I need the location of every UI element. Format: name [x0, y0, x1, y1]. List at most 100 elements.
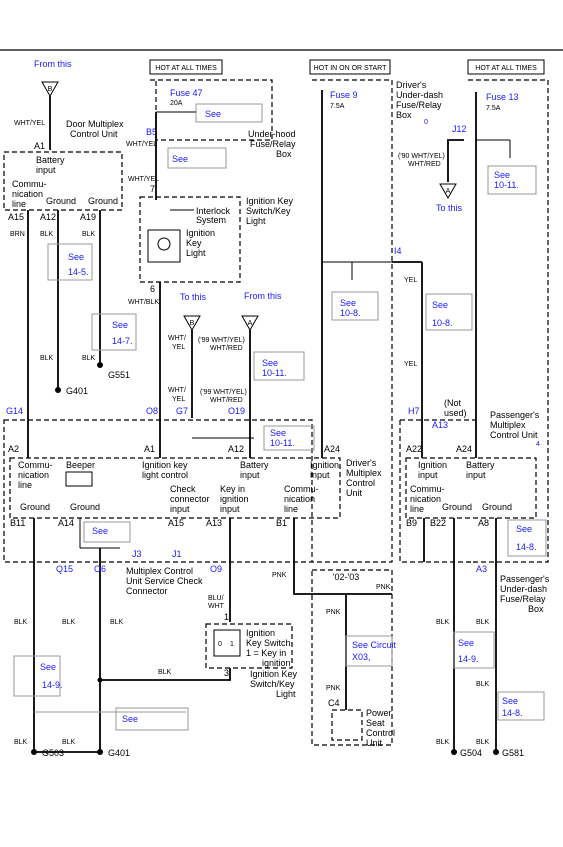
connector-b-top [41, 81, 59, 98]
pass-pin-b22: B22 [430, 518, 446, 528]
under-hood-fuse-box-outline [150, 79, 273, 141]
wire-pnk-4: PNK [326, 685, 341, 692]
wire-90-1: ('90 WHT/YEL) [398, 153, 445, 160]
see-ref-149b: 14-9. [458, 654, 479, 664]
see-box-fuse47 [195, 103, 263, 123]
ign-key-switch-top-1: Ignition Key [246, 196, 294, 206]
driver-pin-a14: A14 [58, 518, 74, 528]
drv-comm2-1: Commu- [284, 484, 319, 494]
connector-a-mid-letter: A [248, 320, 253, 327]
conn-j3: J3 [132, 549, 142, 559]
year-0203: '02-'03 [333, 572, 359, 582]
driver-pin-a12: A12 [228, 444, 244, 454]
under-hood-box-label-2: Fuse/Relay [250, 139, 296, 149]
ign-key-light-3: Light [186, 248, 206, 258]
drv-comm-3: line [18, 480, 32, 490]
passenger-underdash-box-outline [468, 79, 549, 563]
wire-wht-yel-b5: WHT/YEL [126, 141, 157, 148]
driver-pin-b1: B1 [276, 518, 287, 528]
wire-switch-ground [100, 668, 231, 681]
see-label-149b: See [458, 638, 474, 648]
see-box-x03 [345, 635, 393, 667]
conn-g14: G14 [6, 406, 23, 416]
hot-label-box-3 [467, 59, 545, 75]
drv-comm2-3: line [284, 504, 298, 514]
conn-g7: G7 [176, 406, 188, 416]
driver-underdash-4: Box [396, 110, 412, 120]
ground-g401-top [55, 387, 61, 393]
b5-label: B5 [146, 127, 157, 137]
under-hood-box-label-1: Under-hood [248, 129, 296, 139]
wire-yel-1: YEL [404, 277, 417, 284]
driver-pin-a24: A24 [324, 444, 340, 454]
see-ref-1011c: 10-11. [270, 438, 295, 448]
see-label-148b: See [502, 696, 518, 706]
see-label-b5: See [172, 154, 188, 164]
pass-mcu-2: Multiplex [490, 420, 526, 430]
conn-o6: O6 [94, 564, 106, 574]
connector-a-right [439, 183, 457, 200]
driver-underdash-3: Fuse/Relay [396, 100, 442, 110]
to-this-right: To this [436, 203, 463, 213]
wire-blk-b22: BLK [436, 619, 450, 626]
under-hood-box-label-3: Box [276, 149, 292, 159]
door-ground-1: Ground [46, 196, 76, 206]
wire-wht-yel-7: WHT/YEL [128, 176, 159, 183]
wire-99-a-2: WHT/RED [210, 345, 243, 352]
conn-q15: Q15 [56, 564, 73, 574]
pass-comm-3: line [410, 504, 424, 514]
conn-o9: O9 [210, 564, 222, 574]
to-this-1: To this [180, 292, 207, 302]
see-box-bottom [115, 707, 189, 731]
drv-battery-1: Battery [240, 460, 269, 470]
connector-b-mid [183, 315, 201, 332]
pass-pin-a24: A24 [456, 444, 472, 454]
power-seat-4: Unit [366, 738, 383, 748]
fuse-13-amp: 7.5A [486, 105, 501, 112]
from-this-top: From this [34, 59, 72, 69]
pass-comm-2: nication [410, 494, 441, 504]
driver-mcu-outline [3, 419, 313, 563]
wire-blk-b11-2: BLK [14, 739, 28, 746]
driver-pin-b11: B11 [10, 518, 25, 528]
door-pin-a19: A19 [80, 212, 96, 222]
see-ref-1011b: 10-11. [494, 180, 519, 190]
ign-key-bot-label-2: Switch/Key [250, 679, 295, 689]
hot-label-2: HOT IN ON OR START [314, 65, 387, 72]
ground-g503 [31, 749, 37, 755]
driver-underdash-2: Under-dash [396, 90, 443, 100]
fuse-9-amp: 7.5A [330, 103, 345, 110]
interlock-2: System [196, 215, 226, 225]
drv-comm-1: Commu- [18, 460, 53, 470]
pass-mcu-inner-outline [405, 457, 537, 519]
conn-a3: A3 [476, 564, 487, 574]
ground-g581 [493, 749, 499, 755]
pass-battery-1: Battery [466, 460, 495, 470]
wire-blk-g551: BLK [82, 355, 96, 362]
hot-label-3: HOT AT ALL TIMES [475, 65, 537, 72]
driver-underdash-1: Driver's [396, 80, 427, 90]
drv-comm2-2: nication [284, 494, 315, 504]
conn-j1: J1 [172, 549, 182, 559]
pass-mcu-1: Passenger's [490, 410, 540, 420]
drv-key-3: input [220, 504, 240, 514]
wire-wht-yel-split-2b: YEL [172, 396, 185, 403]
power-seat-2: Seat [366, 718, 385, 728]
see-label-148a: See [516, 524, 532, 534]
drv-ground2: Ground [70, 502, 100, 512]
door-mcu-label-1: Door Multiplex [66, 119, 124, 129]
pass-underdash-1: Passenger's [500, 574, 550, 584]
wire-wht-yel-split-1a: WHT/ [168, 335, 186, 342]
hot-label-box-1 [149, 59, 223, 75]
wire-blu-wht-1: BLU/ [208, 595, 224, 602]
switch-pin-1: 1 [224, 612, 229, 622]
door-pin-a15: A15 [8, 212, 24, 222]
ground-g503-label: G503 [42, 748, 64, 758]
power-seat-outline [331, 709, 363, 741]
driver-pin-a13: A13 [206, 518, 222, 528]
see-ref-148a: 14-8. [516, 542, 537, 552]
ign-key-switch-bot-outline [205, 623, 293, 669]
drv-check-1: Check [170, 484, 196, 494]
wire-blk-a12: BLK [40, 231, 54, 238]
mcu-service-1: Multiplex Control [126, 566, 193, 576]
